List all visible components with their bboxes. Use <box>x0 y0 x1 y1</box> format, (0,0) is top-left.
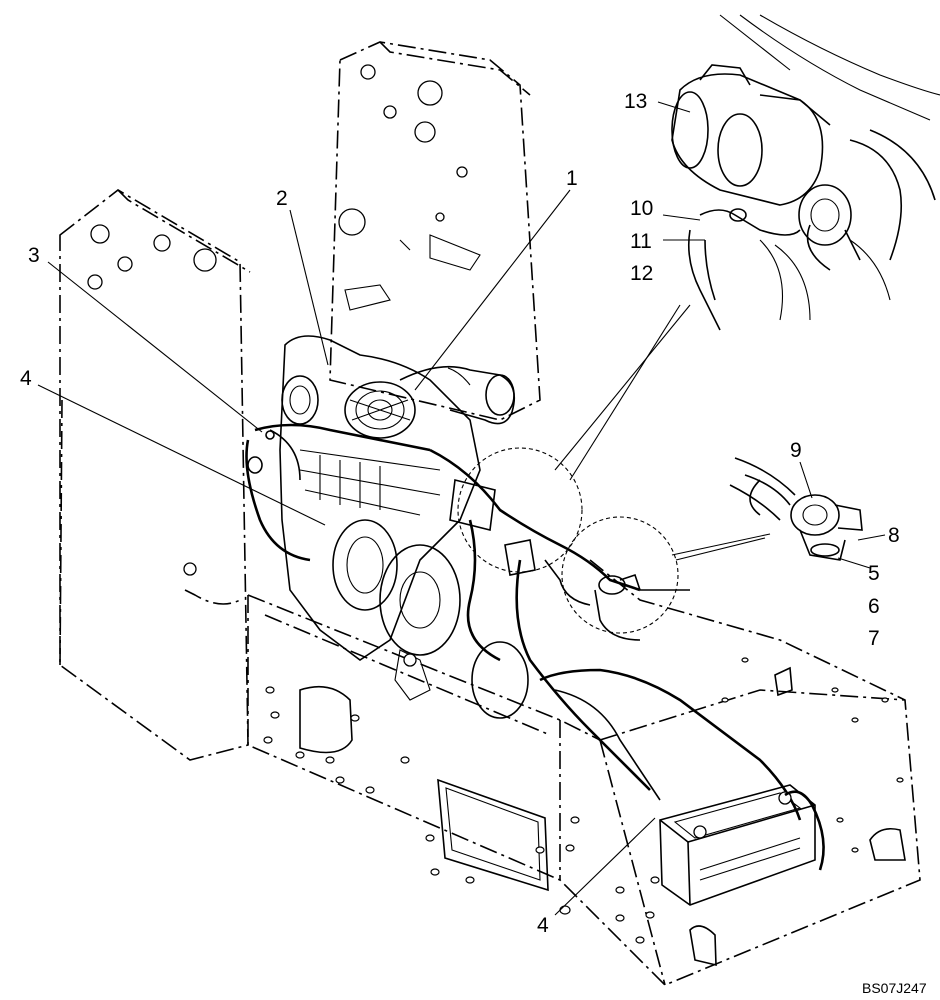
engine-assembly <box>279 335 529 719</box>
wiring-harness <box>245 423 802 821</box>
detail-area-ground <box>561 516 679 634</box>
detail-area-starter <box>457 447 583 573</box>
callout-4-upper: 4 <box>20 367 32 390</box>
callout-8: 8 <box>888 524 900 547</box>
callout-9: 9 <box>790 439 802 462</box>
ring-terminal-inset <box>729 457 863 561</box>
callout-leaders <box>37 101 886 916</box>
callout-1: 1 <box>566 167 578 190</box>
floor-bolt-holes <box>263 657 904 944</box>
battery <box>659 784 825 906</box>
callout-13: 13 <box>624 90 647 113</box>
alternator <box>344 381 416 439</box>
callout-7: 7 <box>868 627 880 650</box>
callout-12: 12 <box>630 262 653 285</box>
callout-10: 10 <box>630 197 653 220</box>
callout-5: 5 <box>868 562 880 585</box>
callout-11: 11 <box>630 230 652 253</box>
callout-4-lower: 4 <box>537 914 549 937</box>
callout-3: 3 <box>28 244 40 267</box>
drawing-reference-code: BS07J247 <box>862 980 927 996</box>
callout-2: 2 <box>276 187 288 210</box>
callout-6: 6 <box>868 595 880 618</box>
chassis-floor-frame <box>247 559 921 986</box>
starter-inset-view <box>671 14 940 331</box>
